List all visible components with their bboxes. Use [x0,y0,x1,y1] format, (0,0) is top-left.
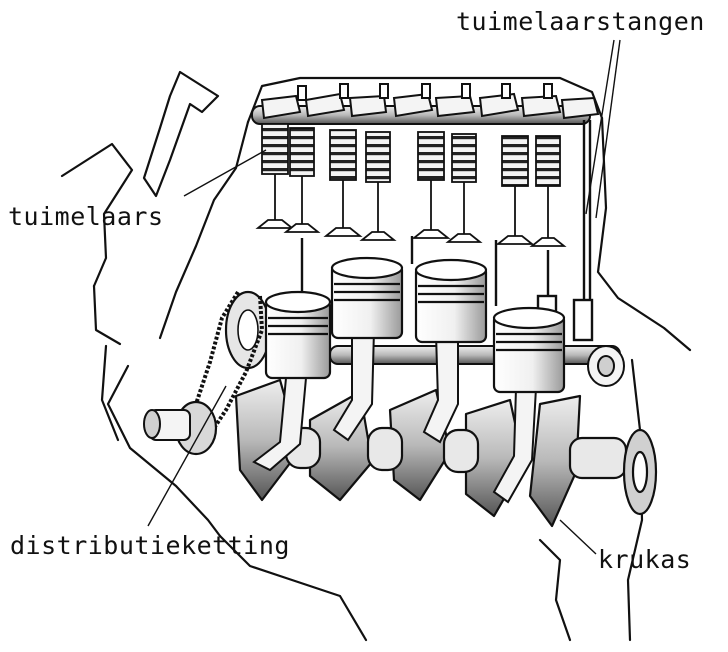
valve-4 [359,131,397,241]
leader-crankshaft [559,519,597,555]
label-rockers: tuimelaars [8,202,164,231]
valve-5 [411,131,451,239]
crank-tail-journal [568,436,628,480]
piston-2 [330,256,404,340]
block-left-lower-edge [106,364,222,538]
connecting-rods [252,329,538,504]
block-right-lower-edge [626,358,644,642]
rockers [260,92,600,120]
crank-web-5 [528,394,582,528]
timing-chain [143,290,272,456]
valve-1 [255,123,295,229]
oil-pan-edge [218,534,368,642]
adjuster-screws [297,83,553,101]
block-top-edge [246,76,604,124]
valve-6 [445,133,483,243]
pistons [264,256,566,394]
valve-2 [283,127,321,233]
label-pushrods: tuimelaarstangen [456,7,705,36]
valve-3 [323,129,363,237]
leader-rockers [183,149,267,197]
leader-chain [147,385,227,527]
valves [255,123,567,247]
piston-3 [414,258,488,344]
leader-lines [147,39,621,555]
intake-manifold [60,70,220,442]
valve-8 [529,135,567,247]
block-left-edge [158,120,250,340]
label-timing-chain: distributieketting [10,531,290,560]
valve-7 [495,135,535,245]
oil-pan-right-edge [538,538,572,642]
leader-pushrods-1 [585,39,615,215]
chain-loop [184,290,265,442]
main-journal-3 [442,428,480,474]
label-crankshaft: krukas [598,545,692,574]
piston-1 [264,290,332,380]
leader-pushrods-2 [595,39,621,219]
rocker-shaft-assembly [251,83,600,125]
main-journal-2 [366,426,404,472]
engine-block-outline [106,76,692,642]
block-right-edge [596,116,692,352]
piston-4 [492,306,566,394]
